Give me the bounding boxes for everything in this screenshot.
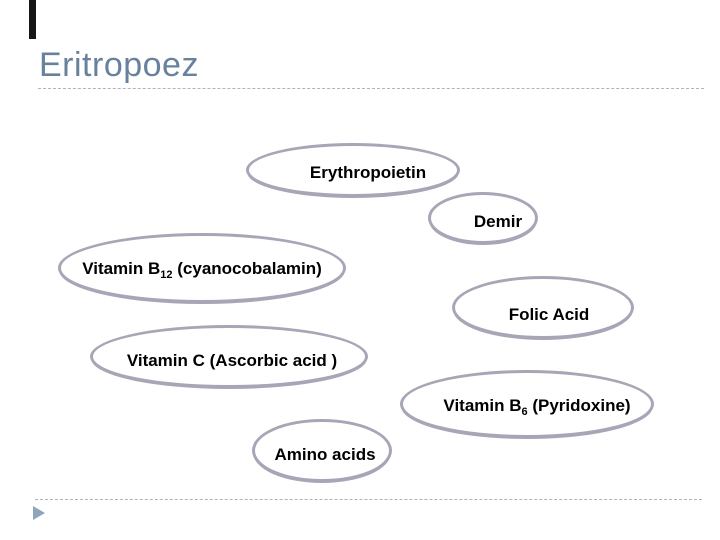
ellipse-label: Folic Acid — [508, 304, 590, 324]
ellipse-label: Erythropoietin — [309, 163, 427, 182]
footer-dashed-line — [35, 499, 702, 500]
ellipse-demir: Demir — [428, 192, 538, 244]
top-accent-bar — [29, 0, 36, 39]
ellipse-label: Demir — [473, 212, 523, 231]
ellipse-label: Amino acids — [274, 444, 376, 464]
title-divider-dashed-line — [38, 88, 704, 89]
ellipse-amino-acids: Amino acids — [252, 419, 392, 482]
ellipse-vitamin-b12: Vitamin B12 (cyanocobalamin) — [58, 233, 346, 303]
ellipse-label: Vitamin B12 (cyanocobalamin) — [82, 259, 322, 281]
slide-title: Eritropoez — [39, 46, 199, 84]
footer-triangle-icon — [33, 506, 45, 520]
ellipse-label: Vitamin B6 (Pyridoxine) — [443, 396, 631, 418]
ellipse-vitamin-c: Vitamin C (Ascorbic acid ) — [90, 325, 368, 388]
ellipse-folic-acid: Folic Acid — [452, 276, 634, 339]
ellipse-vitamin-b6: Vitamin B6 (Pyridoxine) — [400, 370, 654, 438]
ellipse-erythropoietin: Erythropoietin — [246, 143, 460, 197]
ellipse-label: Vitamin C (Ascorbic acid ) — [126, 350, 338, 370]
